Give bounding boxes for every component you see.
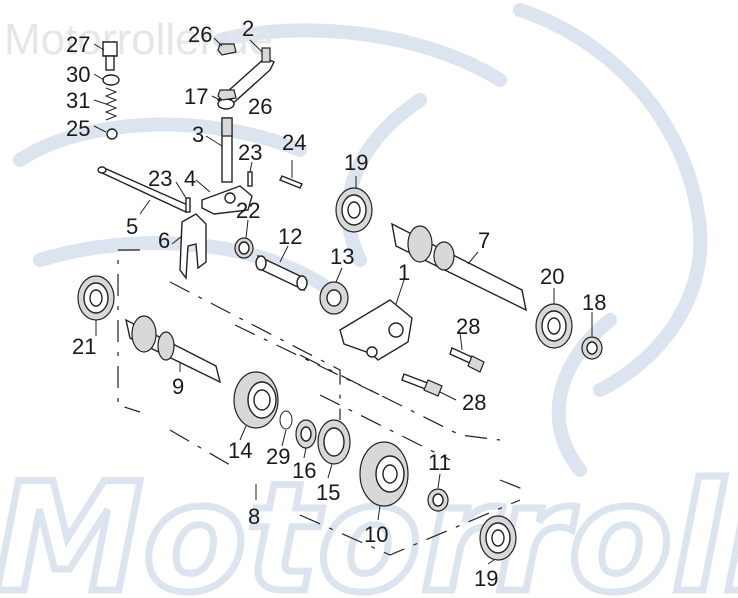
part-30-washer <box>102 74 120 86</box>
part-27-bolt <box>102 41 118 71</box>
part-29-circlip <box>279 410 293 430</box>
callout-24: 24 <box>282 130 306 155</box>
callout-10: 10 <box>364 522 388 547</box>
part-23-pin-b <box>185 197 191 213</box>
part-10-gear <box>359 441 409 507</box>
part-5-shift-rod <box>97 166 192 213</box>
callout-3: 3 <box>192 122 204 147</box>
callout-5: 5 <box>126 214 138 239</box>
callout-17: 17 <box>184 84 208 109</box>
part-15-sleeve <box>317 419 351 465</box>
callout-4: 4 <box>184 166 196 191</box>
part-13-gear <box>319 281 349 315</box>
part-23-pin-a <box>247 171 253 187</box>
part-9-shaft <box>124 315 222 384</box>
part-24-pin <box>279 175 303 189</box>
part-18-washer <box>581 336 603 360</box>
callout-14: 14 <box>228 438 252 463</box>
part-28-bolt-b <box>401 373 443 397</box>
callout-18: 18 <box>582 290 606 315</box>
watermark-top-text: Motorroller.de <box>4 15 273 64</box>
callout-30: 30 <box>66 62 90 87</box>
callout-29: 29 <box>266 444 290 469</box>
callout-28-bottom: 28 <box>462 390 486 415</box>
part-25-ball <box>106 128 118 140</box>
part-17-washer <box>217 98 235 110</box>
callout-19-top: 19 <box>344 150 368 175</box>
callout-27: 27 <box>66 32 90 57</box>
callout-26-mid: 26 <box>248 94 272 119</box>
part-1-bracket <box>339 299 413 361</box>
part-19-bearing-top <box>335 187 373 233</box>
assembly-frames <box>117 249 526 556</box>
part-12-shaft <box>255 254 308 292</box>
part-16-needle-bearing <box>295 419 317 449</box>
callout-11: 11 <box>428 450 451 475</box>
callout-26-top: 26 <box>188 22 212 47</box>
callout-1: 1 <box>398 260 410 285</box>
part-19-bearing-bottom <box>479 515 517 561</box>
part-3-shaft <box>221 117 233 183</box>
part-26-nut-lower <box>217 89 237 101</box>
callout-6: 6 <box>158 228 170 253</box>
watermark-logo <box>13 3 708 477</box>
callout-2: 2 <box>242 16 254 41</box>
callout-19-bottom: 19 <box>474 566 498 591</box>
callout-28-top: 28 <box>456 314 480 339</box>
callout-25: 25 <box>66 116 90 141</box>
part-22-bushing <box>234 237 254 259</box>
part-4-cam <box>201 185 253 215</box>
part-31-spring <box>104 87 118 121</box>
part-11-washer <box>427 488 449 512</box>
callout-16: 16 <box>292 458 316 483</box>
part-20-bearing <box>535 303 573 349</box>
callout-13: 13 <box>330 244 354 269</box>
part-21-bearing <box>77 275 115 321</box>
callout-9: 9 <box>172 374 184 399</box>
callout-8: 8 <box>248 504 260 529</box>
callout-20: 20 <box>540 264 564 289</box>
part-28-bolt-a <box>449 347 485 373</box>
callout-12: 12 <box>278 224 302 249</box>
part-14-gear <box>233 371 279 429</box>
callout-23-left: 23 <box>148 166 172 191</box>
leader-lines <box>93 37 593 565</box>
callout-labels: 27 30 31 25 26 2 17 26 3 23 24 4 23 5 22… <box>66 16 606 591</box>
part-7-shaft <box>391 222 527 312</box>
part-6-fork <box>179 213 207 280</box>
part-26-nut <box>217 43 237 56</box>
callout-31: 31 <box>66 88 90 113</box>
callout-21: 21 <box>72 334 96 359</box>
callout-22: 22 <box>236 198 260 223</box>
callout-23-right: 23 <box>238 140 262 165</box>
callout-15: 15 <box>316 480 340 505</box>
callout-7: 7 <box>478 228 490 253</box>
